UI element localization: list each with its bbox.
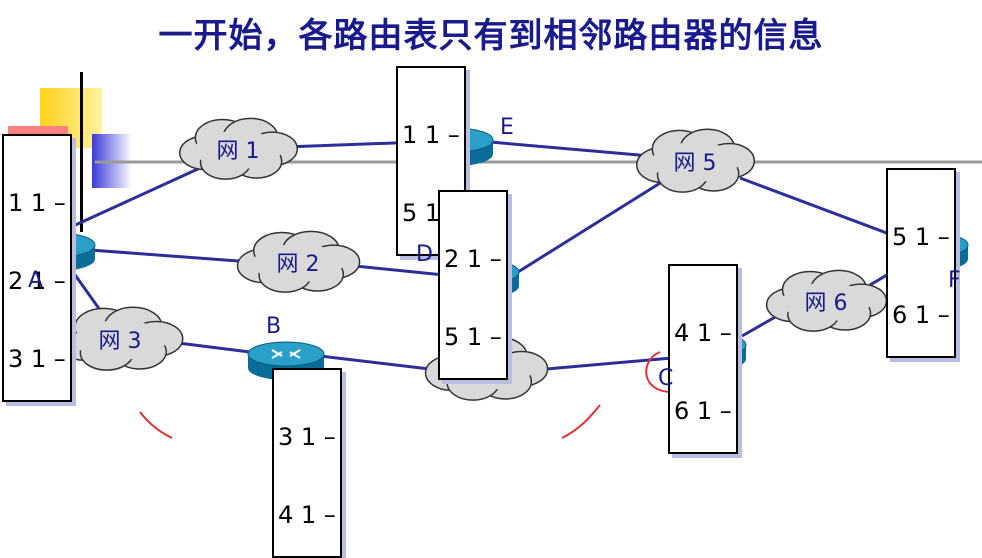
routing-table-F: 5 1 – 6 1 –	[886, 168, 956, 358]
annotation-arc-left	[139, 411, 173, 439]
link-A-net2	[89, 248, 253, 264]
deco-vertical-line	[80, 72, 83, 232]
network-label: 网 2	[277, 252, 320, 277]
cloud-n2: 网 2	[236, 230, 361, 293]
router-label-F: F	[948, 268, 961, 293]
routing-table-A: 1 1 – 2 1 – 3 1 –	[2, 134, 72, 402]
router-label-B: B	[266, 314, 282, 339]
route-row: 2 1 –	[444, 245, 502, 273]
routing-table-C: 4 1 – 6 1 –	[668, 264, 738, 454]
route-row: 5 1 –	[892, 223, 950, 251]
link-net2-D	[344, 263, 445, 277]
route-row: 4 1 –	[674, 319, 732, 347]
cloud-n6: 网 6	[765, 269, 888, 332]
link-A-net1	[59, 166, 201, 234]
cloud-n5: 网 5	[636, 128, 756, 193]
routing-table-D: 2 1 – 5 1 –	[438, 190, 508, 380]
route-row: 4 1 –	[278, 501, 336, 529]
link-D-net5	[517, 178, 666, 274]
route-row: 5 1 –	[444, 323, 502, 351]
link-E-net5	[489, 140, 651, 158]
link-net5-F	[739, 176, 901, 240]
router-label-D: D	[416, 242, 433, 267]
link-B-net4	[319, 354, 439, 372]
cloud-n3: 网 3	[57, 306, 184, 371]
network-label: 网 5	[674, 151, 717, 176]
link-net3-B	[169, 340, 251, 354]
router-label-C: C	[658, 366, 674, 391]
network-label: 网 6	[805, 291, 848, 316]
link-net4-C	[534, 356, 673, 372]
route-row: 6 1 –	[892, 301, 950, 329]
network-label: 网 1	[217, 139, 260, 164]
route-row: 6 1 –	[674, 397, 732, 425]
router-label-E: E	[500, 115, 514, 140]
annotation-arc-right	[561, 404, 601, 439]
page-title: 一开始，各路由表只有到相邻路由器的信息	[158, 16, 824, 56]
routing-table-B: 3 1 – 4 1 –	[272, 368, 342, 558]
route-row: 1 1 –	[402, 121, 460, 149]
route-row: 3 1 –	[8, 345, 66, 373]
cloud-n1: 网 1	[179, 117, 299, 180]
router-arrows-icon	[271, 349, 301, 359]
link-A-net3	[66, 264, 102, 311]
links	[59, 140, 913, 372]
route-row: 2 1 –	[8, 267, 66, 295]
route-row: 1 1 –	[8, 189, 66, 217]
route-row: 3 1 –	[278, 423, 336, 451]
router-B	[247, 341, 325, 380]
network-label: 网 3	[99, 329, 142, 354]
router-label-A: A	[28, 268, 44, 293]
